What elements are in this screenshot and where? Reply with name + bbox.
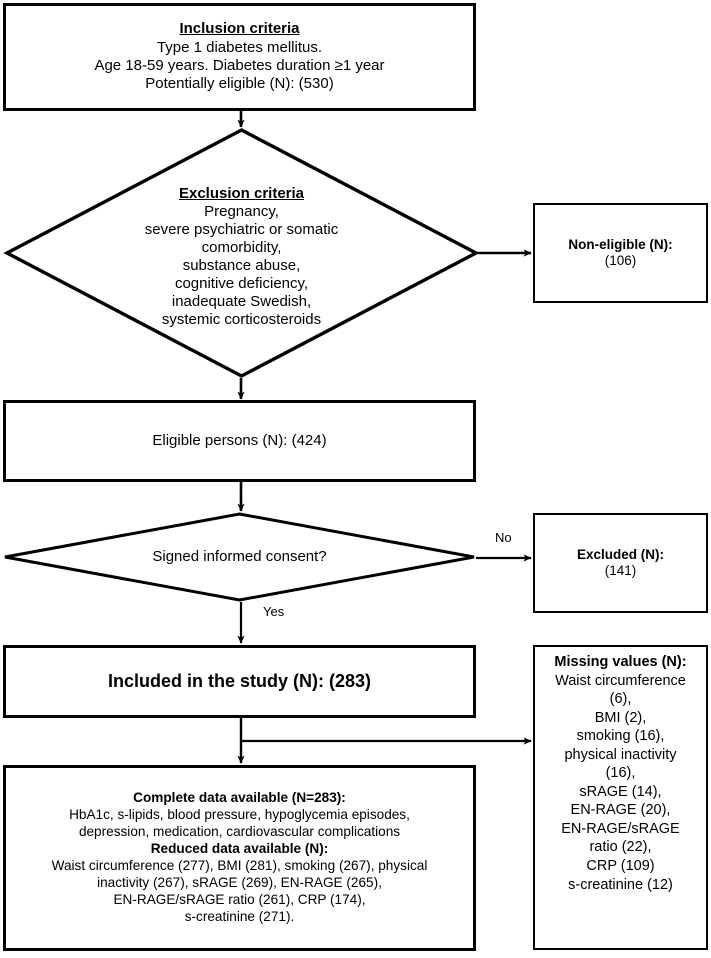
signed-consent-text: Signed informed consent? bbox=[152, 548, 327, 565]
missing-values-text: Missing values (N): Waist circumference … bbox=[548, 647, 692, 896]
exclusion-criteria-line-3: comorbidity, bbox=[201, 239, 282, 256]
exclusion-criteria-title: Exclusion criteria bbox=[178, 185, 305, 202]
missing-values-line-1: Waist circumference bbox=[555, 672, 686, 689]
exclusion-criteria-line-4: substance abuse, bbox=[182, 257, 301, 274]
excluded-value: (141) bbox=[604, 563, 637, 578]
consent-diamond-shape bbox=[4, 512, 475, 602]
missing-values-line-7: sRAGE (14), bbox=[579, 783, 662, 800]
eligible-persons-text: Eligible persons (N): (424) bbox=[152, 431, 327, 449]
inclusion-criteria-text: Inclusion criteria Type 1 diabetes melli… bbox=[88, 18, 390, 95]
reduced-data-title: Reduced data available (N): bbox=[150, 841, 329, 857]
exclusion-diamond-shape bbox=[3, 128, 480, 378]
node-excluded: Excluded (N): (141) bbox=[533, 513, 708, 613]
missing-values-line-4: smoking (16), bbox=[576, 728, 665, 745]
missing-values-line-10: ratio (22), bbox=[589, 839, 652, 856]
reduced-data-line-2: inactivity (267), sRAGE (269), EN-RAGE (… bbox=[97, 874, 382, 890]
reduced-data-line-4: s-creatinine (271). bbox=[184, 908, 295, 924]
exclusion-criteria-line-5: cognitive deficiency, bbox=[174, 275, 309, 292]
missing-values-line-5: physical inactivity bbox=[564, 746, 677, 763]
missing-values-line-2: (6), bbox=[609, 691, 632, 708]
inclusion-criteria-line-3: Potentially eligible (N): (530) bbox=[145, 75, 334, 93]
missing-values-line-12: s-creatinine (12) bbox=[568, 876, 673, 893]
complete-data-line-2: depression, medication, cardiovascular c… bbox=[78, 824, 401, 840]
exclusion-criteria-line-6: inadequate Swedish, bbox=[171, 293, 312, 310]
edge-label-no: No bbox=[495, 530, 512, 545]
exclusion-criteria-line-7: systemic corticosteroids bbox=[161, 311, 322, 328]
exclusion-criteria-line-1: Pregnancy, bbox=[204, 203, 279, 220]
non-eligible-title: Non-eligible (N): bbox=[568, 236, 673, 252]
node-included-in-study: Included in the study (N): (283) bbox=[3, 645, 476, 718]
inclusion-criteria-line-2: Age 18-59 years. Diabetes duration ≥1 ye… bbox=[94, 57, 385, 74]
inclusion-criteria-title: Inclusion criteria bbox=[179, 20, 300, 38]
edge-label-yes: Yes bbox=[263, 604, 285, 619]
missing-values-line-3: BMI (2), bbox=[594, 709, 647, 726]
node-exclusion-criteria: Exclusion criteria Pregnancy, severe psy… bbox=[3, 128, 480, 378]
node-complete-data-available: Complete data available (N=283): HbA1c, … bbox=[3, 765, 476, 951]
missing-values-title: Missing values (N): bbox=[554, 654, 687, 670]
excluded-text: Excluded (N): (141) bbox=[571, 545, 670, 582]
non-eligible-value: (106) bbox=[604, 253, 637, 268]
node-signed-consent-decision: Signed informed consent? bbox=[3, 512, 476, 602]
missing-values-line-8: EN-RAGE (20), bbox=[570, 802, 671, 819]
missing-values-line-9: EN-RAGE/sRAGE bbox=[561, 820, 680, 837]
missing-values-line-11: CRP (109) bbox=[586, 858, 655, 875]
node-inclusion-criteria: Inclusion criteria Type 1 diabetes melli… bbox=[3, 3, 476, 111]
node-missing-values: Missing values (N): Waist circumference … bbox=[533, 645, 708, 950]
node-non-eligible: Non-eligible (N): (106) bbox=[533, 203, 708, 303]
non-eligible-text: Non-eligible (N): (106) bbox=[562, 235, 678, 272]
complete-data-title: Complete data available (N=283): bbox=[133, 790, 346, 806]
included-in-study-text: Included in the study (N): (283) bbox=[107, 670, 371, 691]
reduced-data-line-1: Waist circumference (277), BMI (281), sm… bbox=[51, 858, 428, 873]
exclusion-criteria-text: Exclusion criteria Pregnancy, severe psy… bbox=[5, 128, 478, 382]
reduced-data-line-3: EN-RAGE/sRAGE ratio (261), CRP (174), bbox=[113, 891, 366, 907]
exclusion-criteria-line-2: severe psychiatric or somatic bbox=[144, 221, 339, 238]
missing-values-line-6: (16), bbox=[605, 765, 636, 782]
inclusion-criteria-line-1: Type 1 diabetes mellitus. bbox=[156, 38, 323, 56]
node-eligible-persons: Eligible persons (N): (424) bbox=[3, 400, 476, 482]
complete-data-text: Complete data available (N=283): HbA1c, … bbox=[46, 788, 434, 928]
excluded-title: Excluded (N): bbox=[576, 546, 664, 562]
complete-data-line-1: HbA1c, s-lipids, blood pressure, hypogly… bbox=[69, 807, 410, 823]
